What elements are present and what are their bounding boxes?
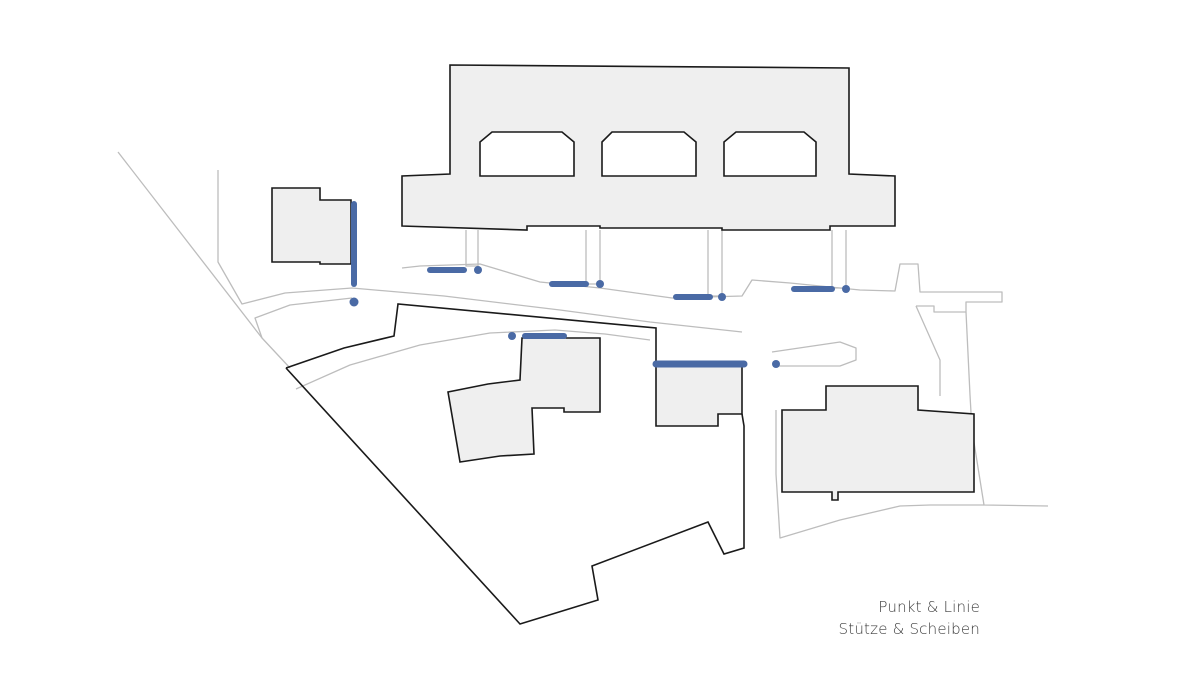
path-left-block bbox=[254, 297, 353, 339]
boundary-plot bbox=[285, 303, 657, 369]
column-4 bbox=[842, 285, 850, 293]
boundary-south bbox=[285, 367, 745, 625]
building-west bbox=[271, 187, 352, 265]
path-diagonal-left bbox=[117, 151, 291, 369]
column-1 bbox=[474, 266, 482, 274]
structural-elements bbox=[349, 201, 850, 368]
path-connector-4 bbox=[831, 230, 847, 289]
path-south-east bbox=[775, 410, 984, 539]
path-lower-curve bbox=[295, 329, 651, 390]
buildings bbox=[271, 64, 975, 501]
path-east-spur bbox=[915, 305, 941, 396]
building-east bbox=[781, 385, 975, 501]
path-connector-3 bbox=[707, 230, 723, 297]
column-3 bbox=[718, 293, 726, 301]
building-central-L bbox=[447, 337, 601, 463]
building-south-middle bbox=[655, 363, 743, 427]
legend-line-2: Stütze & Scheiben bbox=[838, 620, 980, 638]
column-2 bbox=[596, 280, 604, 288]
path-main-street-top bbox=[401, 263, 1003, 313]
column-5 bbox=[508, 332, 516, 340]
site-boundary bbox=[285, 303, 745, 625]
path-connector-2 bbox=[585, 230, 601, 285]
path-left-loop bbox=[217, 170, 743, 333]
path-right-loop bbox=[771, 341, 857, 367]
building-station-hall bbox=[401, 64, 896, 231]
legend: Punkt & Linie Stütze & Scheiben bbox=[839, 596, 980, 640]
path-connector-1 bbox=[465, 230, 479, 267]
column-west bbox=[349, 297, 359, 307]
legend-line-1: Punkt & Linie bbox=[878, 598, 980, 616]
path-east-edge bbox=[965, 311, 1049, 507]
column-6 bbox=[772, 360, 780, 368]
